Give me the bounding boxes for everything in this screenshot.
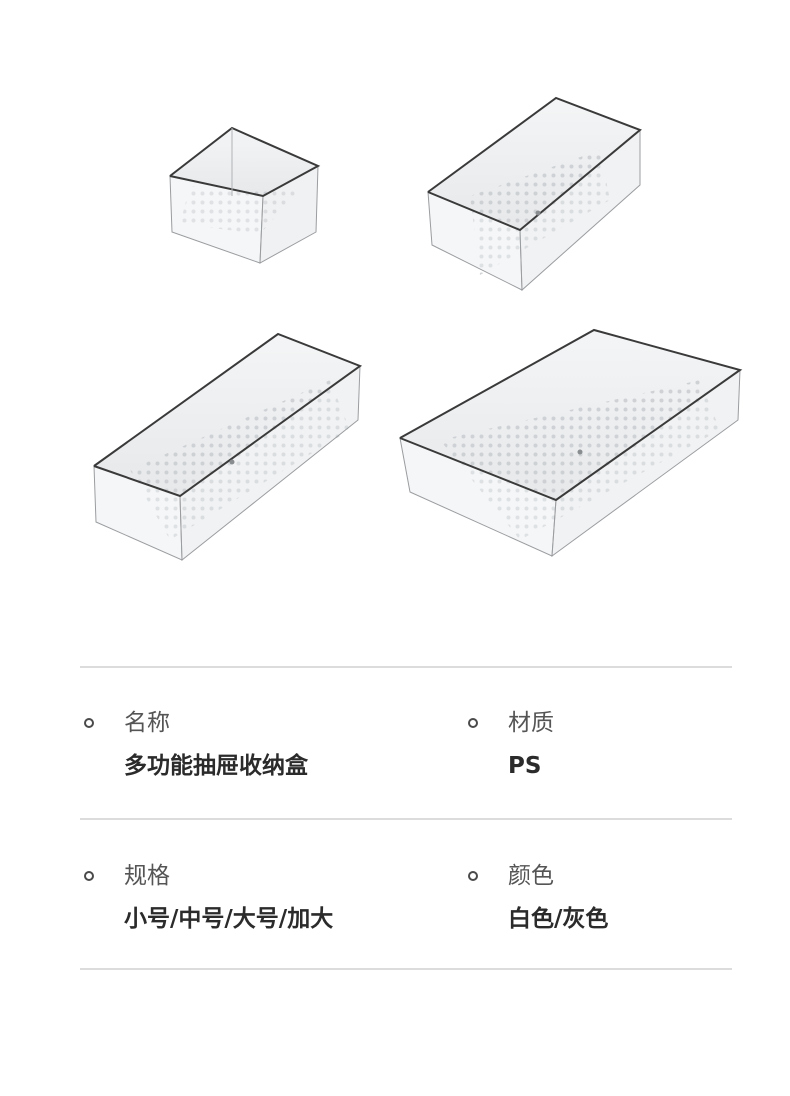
spec-material-label: 材质 bbox=[508, 710, 554, 736]
spec-size-label: 规格 bbox=[124, 863, 170, 889]
divider-bottom bbox=[80, 968, 732, 970]
divider-top bbox=[80, 666, 732, 668]
spec-color-label: 颜色 bbox=[508, 863, 554, 889]
bullet-icon bbox=[84, 871, 94, 881]
bullet-icon bbox=[84, 718, 94, 728]
bullet-icon bbox=[468, 718, 478, 728]
product-image bbox=[92, 96, 743, 562]
storage-box-medium bbox=[426, 96, 642, 292]
spec-name-label: 名称 bbox=[124, 710, 170, 736]
bullet-icon bbox=[468, 871, 478, 881]
storage-box-large bbox=[92, 332, 363, 562]
divider-middle bbox=[80, 818, 732, 820]
product-illustration bbox=[92, 96, 743, 562]
storage-box-small bbox=[168, 126, 321, 264]
spec-material-value: PS bbox=[508, 753, 542, 779]
spec-size-value: 小号/中号/大号/加大 bbox=[124, 906, 334, 932]
storage-box-extra-large bbox=[398, 328, 743, 558]
spec-color-value: 白色/灰色 bbox=[508, 906, 609, 932]
spec-name-value: 多功能抽屉收纳盒 bbox=[124, 753, 308, 779]
